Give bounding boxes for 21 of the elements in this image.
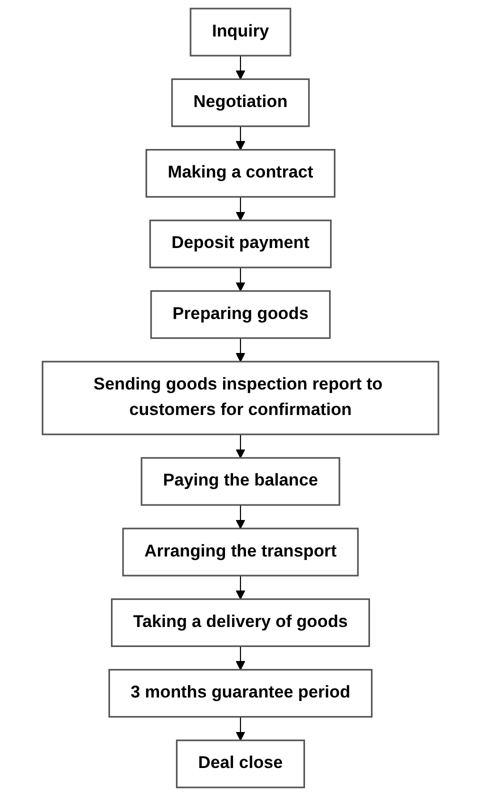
node-box: Deposit payment [149,220,332,268]
arrow [236,126,246,150]
arrow [236,338,246,362]
node-box: Sending goods inspection report to customers for confirmation [42,360,440,436]
arrow [236,716,246,741]
node-box: Making a contract [146,148,336,198]
node-box: Deal close [176,740,306,788]
node-box: Arranging the transport [122,528,359,576]
arrow [236,504,246,529]
node-box: Paying the balance [140,457,340,506]
arrow [236,267,246,292]
arrow [236,56,246,80]
node-box: Taking a delivery of goods [110,598,370,648]
arrow [236,434,246,458]
node-box: Preparing goods [150,290,331,339]
node-box: 3 months guarantee period [108,668,373,718]
arrow [236,196,246,221]
node-box: Negotiation [171,78,310,128]
arrow [236,646,246,670]
arrow [236,576,246,600]
node-box: Inquiry [190,8,292,56]
